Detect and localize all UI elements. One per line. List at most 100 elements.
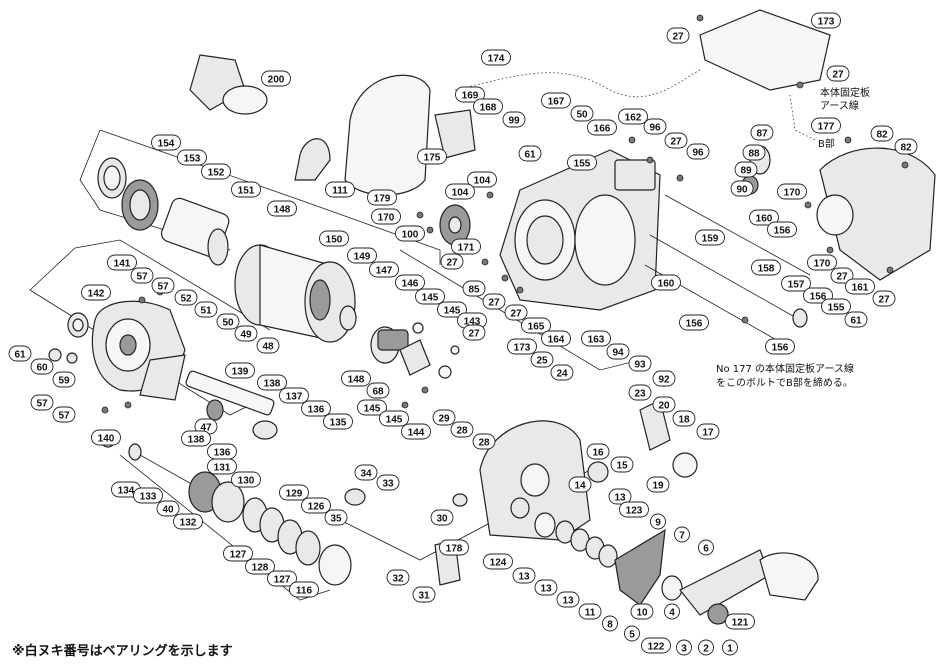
part-label-81: 148: [341, 370, 371, 387]
part-number: 133: [140, 492, 157, 503]
part-label-94: 136: [301, 400, 331, 417]
part-number: 93: [634, 360, 646, 371]
part-label-96: 57: [30, 394, 54, 411]
part-label-59: 27: [482, 293, 506, 310]
part-label-42: 27: [830, 267, 854, 284]
part-number: 104: [452, 188, 469, 199]
part-label-bubble: [261, 70, 291, 87]
part-label-113: 131: [207, 458, 237, 475]
part-label-86: 173: [507, 338, 537, 355]
part-number: 13: [540, 584, 552, 595]
part-number: 164: [548, 335, 565, 346]
part-label-34: 170: [371, 208, 401, 225]
part-number: 139: [232, 367, 249, 378]
part-label-30: 111: [325, 181, 355, 198]
part-number: 200: [268, 75, 285, 86]
part-label-bubble: [695, 229, 725, 246]
part-number: 27: [836, 272, 848, 283]
part-number: 177: [818, 122, 835, 133]
part-label-118: 133: [133, 487, 163, 504]
part-label-69: 48: [256, 337, 280, 354]
part-label-111: 19: [646, 476, 670, 493]
part-number: 145: [364, 404, 381, 415]
part-number: 156: [774, 226, 791, 237]
part-number: 61: [850, 316, 862, 327]
part-label-140: 13: [556, 591, 580, 608]
part-number: 123: [626, 506, 643, 517]
part-number: 7: [679, 531, 685, 542]
part-label-bubble: [412, 586, 436, 603]
part-label-62: 158: [751, 259, 781, 276]
part-number: 82: [900, 143, 912, 154]
part-label-bubble: [467, 171, 497, 188]
part-number: 152: [208, 168, 225, 179]
part-number: 156: [772, 343, 789, 354]
part-label-bubble: [676, 639, 692, 656]
part-label-bubble: [730, 180, 754, 197]
part-number: 173: [514, 343, 531, 354]
part-label-bubble: [481, 49, 511, 66]
part-label-bubble: [628, 384, 652, 401]
part-label-97: 57: [52, 406, 76, 423]
part-label-bubble: [550, 364, 574, 381]
spool-assembly: [97, 157, 357, 343]
part-number: 27: [488, 298, 500, 309]
part-label-bubble: [462, 280, 486, 297]
part-label-bubble: [289, 581, 319, 598]
part-number: 174: [488, 54, 505, 65]
part-label-64: 156: [803, 287, 833, 304]
part-number: 17: [702, 428, 714, 439]
part-label-bubble: [130, 267, 154, 284]
part-label-bubble: [437, 301, 467, 318]
level-wind-shaft: [128, 370, 366, 586]
part-number: 148: [348, 375, 365, 386]
part-label-2: 27: [826, 65, 850, 82]
part-label-bubble: [177, 149, 207, 166]
part-label-bubble: [415, 288, 445, 305]
part-number: 122: [648, 642, 665, 653]
part-number: 51: [200, 306, 212, 317]
part-label-3: 200: [261, 70, 291, 87]
part-label-bubble: [698, 639, 714, 656]
part-label-bubble: [174, 289, 198, 306]
part-label-135: 13: [512, 567, 536, 584]
part-number: 31: [418, 591, 430, 602]
part-label-61: 160: [651, 274, 681, 291]
part-label-bubble: [133, 487, 163, 504]
part-label-bubble: [844, 311, 868, 328]
part-label-bubble: [216, 313, 240, 330]
part-number: 1: [727, 644, 733, 655]
part-number: 27: [878, 295, 890, 306]
part-label-bubble: [587, 119, 617, 136]
part-label-bubble: [279, 484, 309, 501]
part-label-99: 28: [450, 421, 474, 438]
part-number: 135: [330, 418, 347, 429]
part-label-50: 52: [174, 289, 198, 306]
part-label-bubble: [568, 476, 592, 493]
part-label-28: 148: [267, 200, 297, 217]
part-label-92: 138: [257, 374, 287, 391]
part-label-bubble: [698, 539, 714, 556]
part-label-87: 25: [530, 351, 554, 368]
part-label-77: 156: [765, 338, 795, 355]
part-number: 19: [652, 481, 664, 492]
part-number: 132: [180, 518, 197, 529]
part-label-bubble: [357, 399, 387, 416]
part-label-39: 156: [767, 221, 797, 238]
part-number: 129: [286, 489, 303, 500]
part-label-bubble: [319, 230, 349, 247]
part-label-bubble: [231, 471, 261, 488]
part-label-bubble: [379, 410, 409, 427]
part-number: 155: [828, 303, 845, 314]
part-label-bubble: [369, 261, 399, 278]
part-label-bubble: [556, 591, 580, 608]
part-label-bubble: [371, 208, 401, 225]
right-side-plate: [644, 145, 936, 343]
part-label-bubble: [451, 238, 481, 255]
part-number: 160: [756, 214, 773, 225]
part-label-95: 135: [323, 413, 353, 430]
part-label-bubble: [619, 501, 649, 518]
part-label-bubble: [530, 351, 554, 368]
part-number: 148: [274, 205, 291, 216]
part-label-bubble: [395, 274, 425, 291]
